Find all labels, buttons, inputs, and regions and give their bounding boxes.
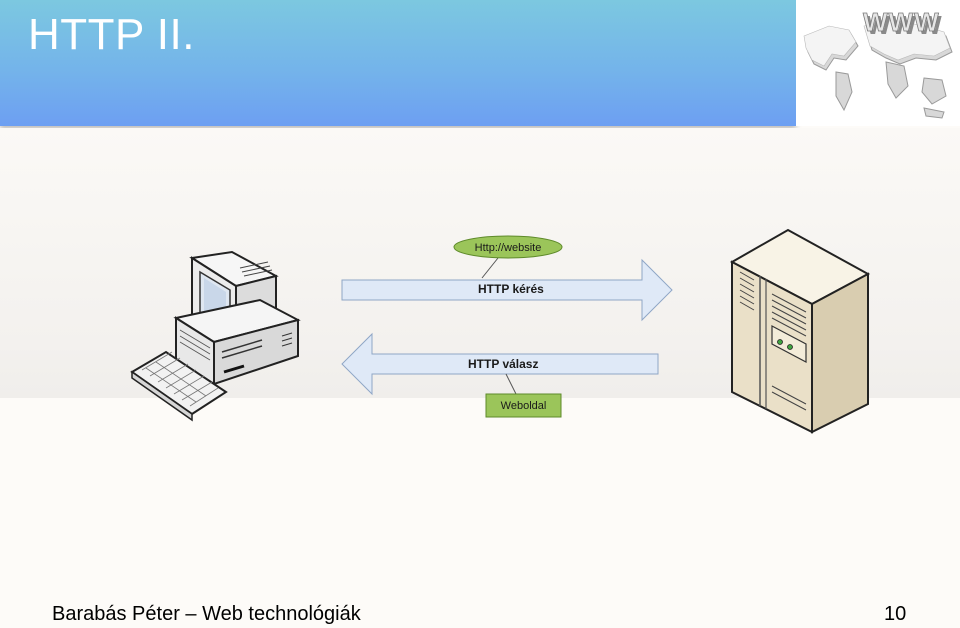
slide-title: HTTP II.: [28, 10, 195, 59]
footer-author: Barabás Péter – Web technológiák: [52, 603, 361, 625]
http-response-arrow: HTTP válasz: [341, 332, 659, 396]
web-server-icon: [729, 228, 871, 434]
www-lettering: WWW WWW: [863, 7, 943, 40]
client-computer-icon: [130, 250, 301, 422]
request-label: HTTP kérés: [478, 282, 544, 296]
response-page-text: Weboldal: [501, 400, 547, 412]
request-url-callout: Http://website: [453, 235, 563, 279]
title-bar: HTTP II.: [0, 0, 796, 126]
request-url-text: Http://website: [475, 242, 542, 254]
svg-text:WWW: WWW: [863, 7, 940, 37]
www-world-logo: WWW WWW: [796, 0, 960, 126]
response-page-callout: Weboldal: [485, 373, 562, 418]
response-label: HTTP válasz: [468, 357, 538, 371]
http-request-arrow: HTTP kérés: [341, 258, 673, 322]
page-number: 10: [884, 603, 907, 625]
svg-text:WWW: WWW: [866, 10, 943, 40]
world-map-icon: WWW WWW: [803, 7, 953, 119]
